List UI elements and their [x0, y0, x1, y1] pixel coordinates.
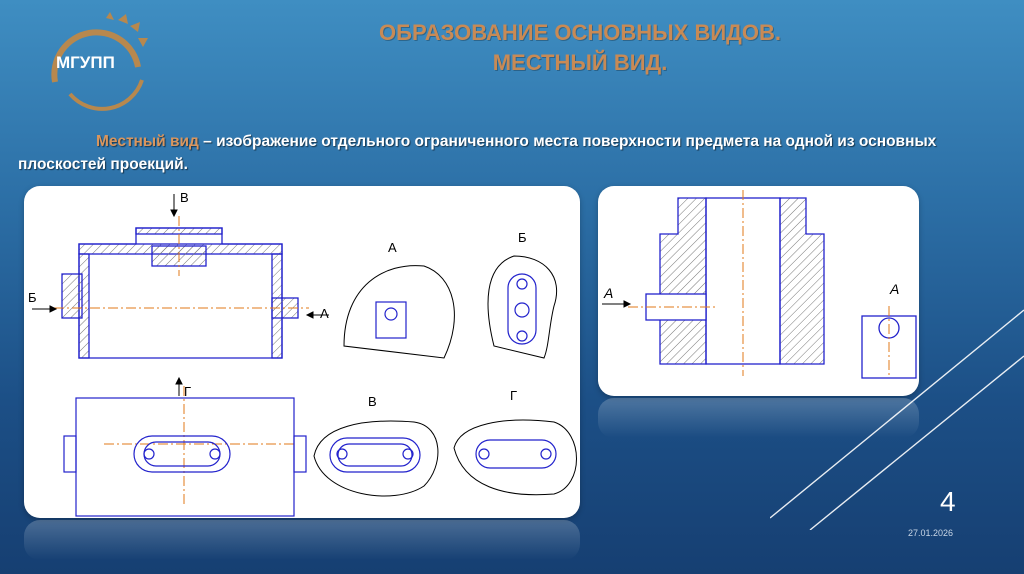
panel-reflection: [598, 398, 919, 438]
technical-drawing-left: В Б А Г А Б В Г: [28, 190, 577, 517]
label-right-arrow-a: А: [603, 285, 613, 301]
definition-text: – изображение отдельного ограниченного м…: [18, 133, 937, 173]
label-arrow-g: Г: [184, 384, 191, 399]
label-arrow-b: Б: [28, 290, 37, 305]
logo-text: МГУПП: [56, 53, 115, 72]
label-view-a: А: [388, 240, 397, 255]
technical-drawing-right: А А: [602, 190, 917, 379]
panel-reflection: [24, 520, 580, 560]
drawing-panel-right: А А: [598, 186, 919, 396]
title-line-1: ОБРАЗОВАНИЕ ОСНОВНЫХ ВИДОВ.: [379, 20, 781, 45]
label-b-arrow-v: В: [180, 190, 189, 205]
page-number: 4: [940, 486, 956, 517]
decorative-lines: [770, 309, 1024, 530]
definition-paragraph: Местный вид – изображение отдельного огр…: [18, 130, 998, 176]
label-view-g: Г: [510, 388, 517, 403]
definition-term: Местный вид: [96, 133, 199, 150]
logo: МГУПП: [51, 12, 148, 111]
label-view-v: В: [368, 394, 377, 409]
slide-title: ОБРАЗОВАНИЕ ОСНОВНЫХ ВИДОВ. МЕСТНЫЙ ВИД.: [300, 18, 860, 78]
label-right-view-a: А: [889, 281, 899, 297]
title-line-2: МЕСТНЫЙ ВИД.: [492, 50, 668, 75]
drawing-panel-left: В Б А Г А Б В Г: [24, 186, 580, 518]
label-arrow-a: А: [320, 306, 329, 321]
slide-date: 27.01.2026: [908, 528, 954, 538]
label-view-b: Б: [518, 230, 527, 245]
